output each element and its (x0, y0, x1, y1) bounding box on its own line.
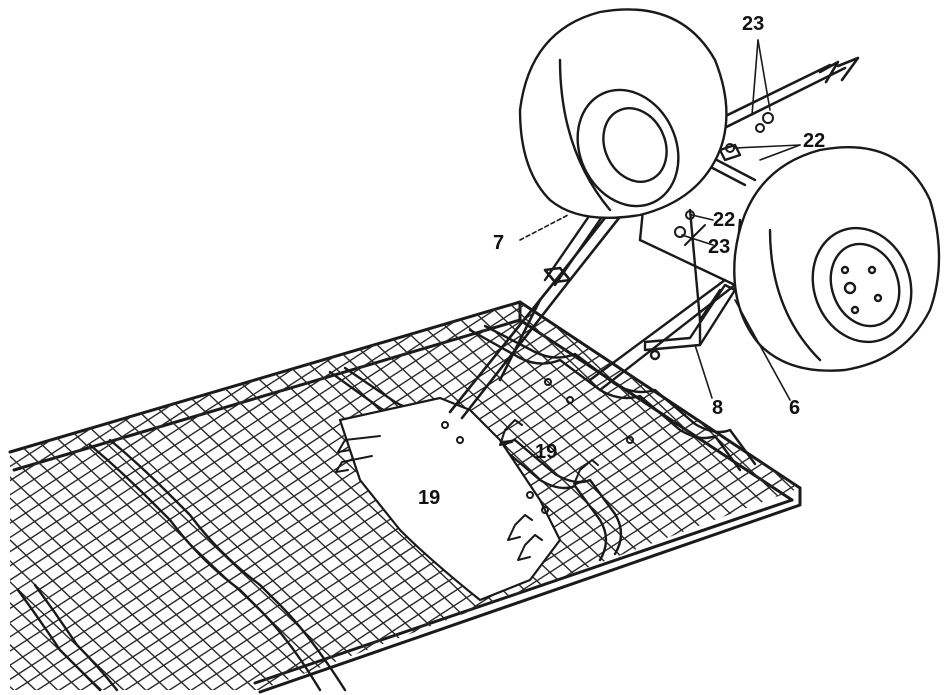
hitch-plate (338, 396, 562, 602)
bolts (335, 378, 634, 561)
deck-frame (8, 300, 802, 694)
callout-8: 8 (712, 397, 724, 419)
callout-23-top: 23 (742, 13, 765, 35)
callout-6: 6 (789, 397, 801, 419)
callout-22-mid: 22 (713, 209, 736, 231)
left-wheel (518, 8, 728, 220)
callout-19-right: 19 (535, 441, 558, 463)
callout-7: 7 (493, 232, 505, 254)
leader-lines (519, 39, 801, 401)
right-wheel (733, 146, 941, 372)
callout-23-mid: 23 (708, 236, 731, 258)
callout-19-left: 19 (418, 487, 441, 509)
callout-22-top: 22 (803, 130, 826, 152)
